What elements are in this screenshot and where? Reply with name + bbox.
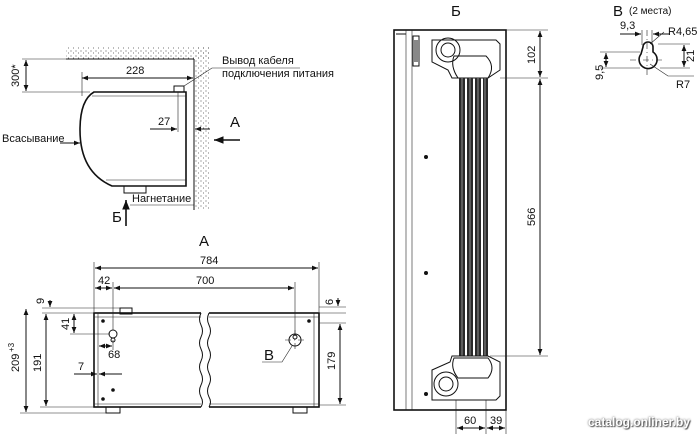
front-view: А <box>7 233 346 414</box>
watermark: catalog.onliner.by <box>587 415 690 429</box>
detail-keyhole <box>638 41 658 70</box>
marker-view-b: Б <box>112 209 122 226</box>
dim-209-tol: +3 <box>7 342 16 352</box>
dim-300: 300* <box>10 64 22 87</box>
marker-view-a: А <box>230 114 240 131</box>
dim-60: 60 <box>464 415 476 427</box>
label-cable-line2: подключения питания <box>222 68 334 80</box>
bottom-collector <box>431 355 501 401</box>
dim-9-3: 9,3 <box>620 20 635 32</box>
dim-6: 6 <box>324 299 336 305</box>
foot-right <box>292 406 308 414</box>
dim-9-5: 9,5 <box>594 65 606 80</box>
dim-9: 9 <box>35 298 47 304</box>
label-discharge: Нагнетание <box>132 193 191 205</box>
front-cable-box <box>119 307 133 315</box>
dim-102: 102 <box>526 46 538 64</box>
dim-566: 566 <box>526 208 538 226</box>
dim-41: 41 <box>60 318 72 330</box>
dim-42: 42 <box>98 275 110 287</box>
side-unit-body <box>79 91 187 187</box>
detail-note: (2 места) <box>629 6 671 17</box>
dim-r4-65: R4,65 <box>668 26 697 38</box>
foot-left <box>105 406 121 414</box>
dim-228: 228 <box>126 65 144 77</box>
label-cable-line1: Вывод кабеля <box>222 55 294 67</box>
dim-68: 68 <box>108 349 120 361</box>
dim-27: 27 <box>158 116 170 128</box>
dim-7: 7 <box>78 361 84 373</box>
back-frame <box>393 29 507 411</box>
front-view-title: А <box>199 233 209 250</box>
back-label-plate <box>412 35 420 67</box>
label-intake: Всасывание <box>2 133 65 145</box>
discharge-outlet <box>123 185 147 194</box>
dim-191: 191 <box>32 354 44 372</box>
top-collector <box>431 37 501 79</box>
back-view-title: Б <box>451 3 461 20</box>
ceiling-hatch <box>66 47 210 59</box>
detail-title: В <box>613 3 623 20</box>
dim-700: 700 <box>196 275 214 287</box>
dim-r7: R7 <box>676 79 690 91</box>
detail-view: В (2 места) 9,3 R4,65 21 9,5 R7 <box>594 3 697 91</box>
detail-b-marker: В <box>264 347 274 364</box>
heat-exchanger-tubes <box>459 78 488 356</box>
dim-784: 784 <box>200 255 218 267</box>
dim-39: 39 <box>490 415 502 427</box>
side-view: 300* 228 27 Вывод кабеля подключения пит… <box>2 47 334 226</box>
dim-21: 21 <box>685 50 697 62</box>
cable-gland <box>173 85 185 93</box>
dim-209: 209 <box>10 354 22 372</box>
dim-179: 179 <box>326 352 338 370</box>
back-view: Б <box>393 3 548 434</box>
